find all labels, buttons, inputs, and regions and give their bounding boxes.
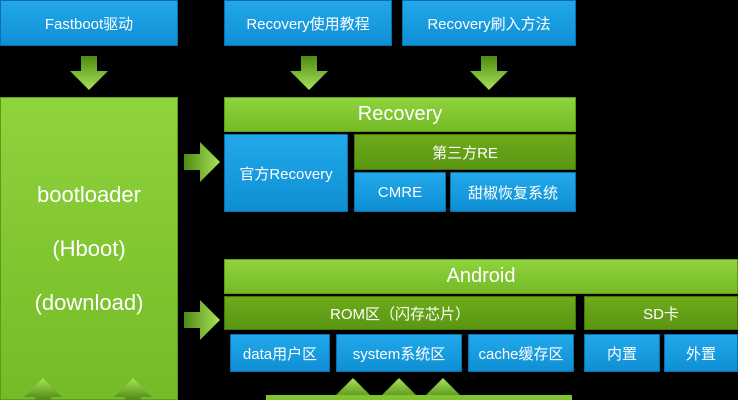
recovery-title: Recovery bbox=[357, 103, 443, 125]
android-title: Android bbox=[446, 265, 516, 287]
bootloader-box: bootloader (Hboot) (download) bbox=[0, 97, 178, 400]
recovery-flash-box: Recovery刷入方法 bbox=[402, 0, 576, 46]
official-recovery-label: 官方Recovery bbox=[239, 165, 333, 183]
down-arrow-recovery-flash bbox=[470, 56, 508, 90]
down-arrow-fastboot bbox=[70, 56, 108, 90]
cache-partition-label: cache缓存区 bbox=[478, 345, 564, 363]
bootloader-line-1: bootloader bbox=[37, 181, 141, 207]
external-sd-box: 外置 bbox=[664, 334, 738, 372]
up-arrow-bottom-system-left bbox=[334, 378, 372, 400]
third-party-re-label: 第三方RE bbox=[432, 144, 498, 162]
sd-card-box: SD卡 bbox=[584, 296, 738, 330]
external-sd-label: 外置 bbox=[685, 345, 716, 363]
cmre-box: CMRE bbox=[354, 172, 446, 212]
bootloader-line-3: (download) bbox=[34, 289, 144, 315]
recovery-header: Recovery bbox=[224, 97, 576, 132]
down-arrow-recovery-tutorial bbox=[290, 56, 328, 90]
bootloader-line-2: (Hboot) bbox=[52, 235, 126, 261]
right-arrow-to-recovery bbox=[184, 142, 220, 182]
system-partition-label: system系统区 bbox=[352, 345, 446, 363]
fastboot-driver-box: Fastboot驱动 bbox=[0, 0, 178, 46]
internal-sd-label: 内置 bbox=[606, 345, 637, 363]
system-partition-box: system系统区 bbox=[336, 334, 462, 372]
recovery-tutorial-label: Recovery使用教程 bbox=[246, 15, 370, 33]
cache-partition-box: cache缓存区 bbox=[468, 334, 574, 372]
third-party-re-box: 第三方RE bbox=[354, 134, 576, 170]
recovery-tutorial-box: Recovery使用教程 bbox=[224, 0, 392, 46]
right-arrow-to-android bbox=[184, 300, 220, 340]
tianjiao-recovery-box: 甜椒恢复系统 bbox=[450, 172, 576, 212]
recovery-flash-label: Recovery刷入方法 bbox=[427, 15, 551, 33]
up-arrow-bottom-system-mid bbox=[380, 378, 418, 400]
cmre-label: CMRE bbox=[377, 183, 423, 201]
up-arrow-bottom-system-right bbox=[424, 378, 462, 400]
rom-area-label: ROM区（闪存芯片） bbox=[330, 305, 470, 323]
up-arrow-bottom-left-1 bbox=[24, 378, 62, 400]
tianjiao-recovery-label: 甜椒恢复系统 bbox=[467, 184, 558, 202]
internal-sd-box: 内置 bbox=[584, 334, 660, 372]
fastboot-driver-label: Fastboot驱动 bbox=[44, 15, 134, 33]
data-partition-box: data用户区 bbox=[230, 334, 330, 372]
up-arrow-bottom-left-2 bbox=[114, 378, 152, 400]
sd-card-label: SD卡 bbox=[643, 305, 679, 323]
android-header: Android bbox=[224, 259, 738, 294]
data-partition-label: data用户区 bbox=[242, 345, 318, 363]
official-recovery-box: 官方Recovery bbox=[224, 134, 348, 212]
bottom-partial-bar bbox=[266, 395, 572, 400]
rom-area-box: ROM区（闪存芯片） bbox=[224, 296, 576, 330]
